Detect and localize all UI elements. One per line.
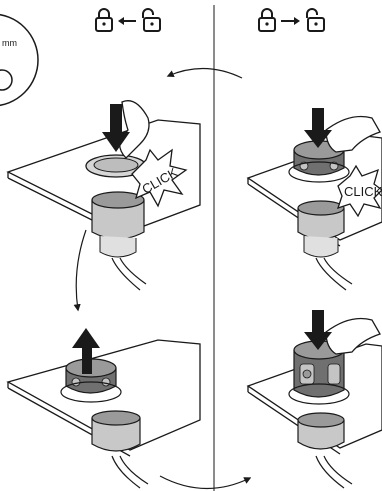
flow-arrow-top — [168, 68, 242, 78]
click-label: CLICK — [344, 184, 382, 199]
inset-mm-label: mm — [2, 38, 17, 48]
panel-bottom-left — [8, 328, 200, 488]
flow-arrow-left-down — [76, 230, 86, 310]
padlock-open-icon — [307, 9, 324, 31]
padlock-closed-icon — [96, 9, 112, 31]
dimension-inset: mm — [0, 14, 38, 106]
cable — [316, 456, 344, 488]
cable — [316, 258, 346, 290]
padlock-open-icon — [143, 9, 160, 31]
panel-bottom-right — [248, 310, 382, 488]
flow-arrow-bottom — [160, 476, 250, 489]
arrow-left-icon — [118, 17, 136, 25]
panel-top-right: CLICK — [248, 108, 382, 290]
panel-top-left: CLICK — [8, 101, 200, 290]
arrow-right-icon — [281, 17, 300, 25]
padlock-closed-icon — [259, 9, 275, 31]
cable — [112, 258, 140, 290]
header-left-group — [96, 9, 160, 31]
cable — [112, 456, 140, 488]
header-right-group — [259, 9, 324, 31]
